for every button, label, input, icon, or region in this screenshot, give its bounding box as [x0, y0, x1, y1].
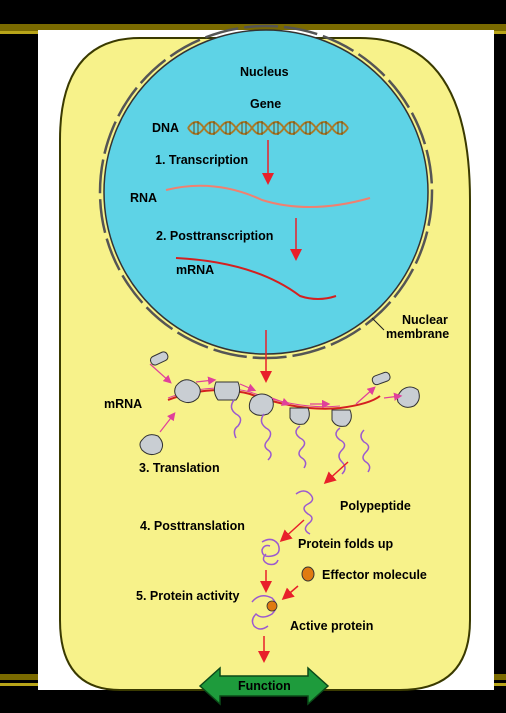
nuclear-membrane-label-2: membrane [386, 327, 449, 341]
ribosome-2 [214, 382, 239, 400]
polypeptide-label: Polypeptide [340, 499, 411, 513]
translation-label: 3. Translation [139, 461, 220, 475]
mrna-cyto-label: mRNA [104, 397, 142, 411]
posttranslation-label: 4. Posttranslation [140, 519, 245, 533]
dna-label: DNA [152, 121, 179, 135]
ribosome-4 [290, 408, 309, 424]
effector-molecule [302, 567, 314, 581]
transcription-label: 1. Transcription [155, 153, 248, 167]
function-label: Function [238, 679, 291, 693]
ribosome-5 [332, 410, 351, 426]
protein-folds-label: Protein folds up [298, 537, 394, 551]
ribosome-3 [249, 394, 273, 415]
posttranscription-label: 2. Posttranscription [156, 229, 273, 243]
nucleus-label: Nucleus [240, 65, 289, 79]
active-protein-label: Active protein [290, 619, 373, 633]
mrna-nuclear-label: mRNA [176, 263, 214, 277]
gene-label: Gene [250, 97, 281, 111]
effector-label: Effector molecule [322, 568, 427, 582]
nuclear-membrane-label-1: Nuclear [402, 313, 448, 327]
protein-activity-label: 5. Protein activity [136, 589, 240, 603]
ribosome-1 [175, 380, 201, 403]
rna-label: RNA [130, 191, 157, 205]
